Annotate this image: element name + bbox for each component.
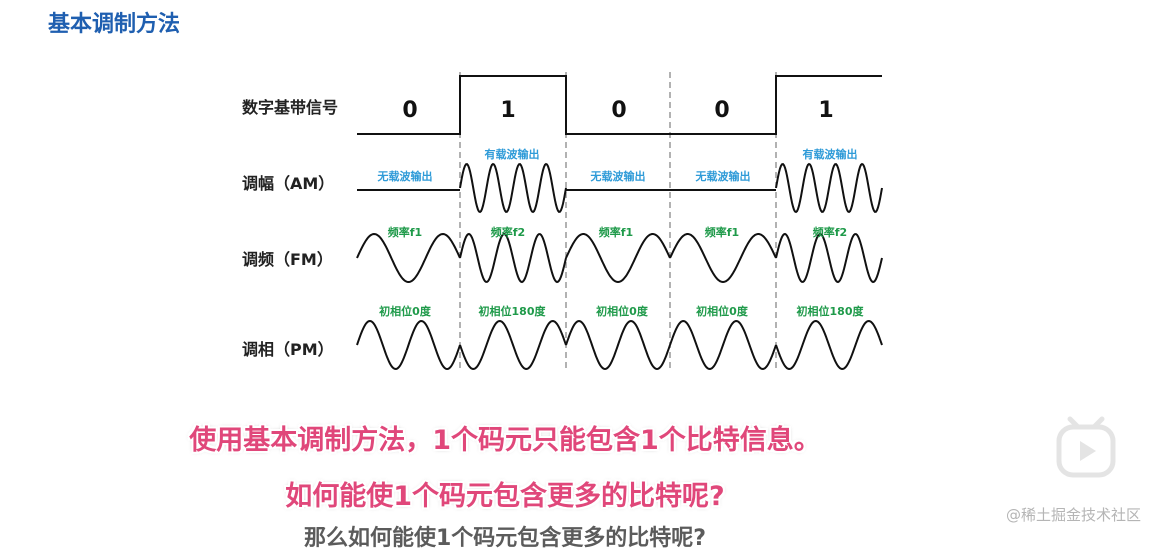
fm-segment [565,233,671,284]
am-annotation: 无载波输出 [590,170,646,183]
am-carrier-segment [775,162,883,214]
am-annotation: 无载波输出 [695,170,751,183]
fm-segment [669,233,777,284]
am-carrier-segment [459,162,567,214]
caption-line-3: 那么如何能使1个码元包含更多的比特呢? [303,526,707,551]
pm-annotation: 初相位180度 [478,305,546,318]
fm-segment [775,232,883,284]
am-annotation: 无载波输出 [377,170,433,183]
fm-segment [459,232,567,284]
pm-segment [775,319,883,371]
watermark: @稀土掘金技术社区 [1005,506,1141,524]
fm-annotation: 频率f1 [704,226,740,239]
row-label-digital: 数字基带信号 [242,98,339,117]
row-label-fm: 调频（FM） [242,250,333,269]
pm-annotation: 初相位0度 [596,305,648,318]
row-label-am: 调幅（AM） [242,174,335,193]
bit-label: 1 [818,98,834,123]
caption-line-2: 如何能使1个码元包含更多的比特呢? [285,481,725,512]
pm-annotation: 初相位0度 [379,305,431,318]
bit-label: 0 [402,98,418,123]
am-annotation: 有载波输出 [484,148,540,161]
fm-waveform [356,232,883,284]
play-button-icon[interactable] [1056,413,1116,479]
pm-annotation: 初相位0度 [696,305,748,318]
pm-annotation: 初相位180度 [796,305,864,318]
bit-label: 0 [714,98,730,123]
pm-segment [356,319,461,371]
digital-baseband-waveform [357,75,882,135]
caption-line-1: 使用基本调制方法，1个码元只能包含1个比特信息。 [189,425,821,456]
page-title: 基本调制方法 [48,12,181,37]
fm-annotation: 频率f2 [490,226,526,239]
pm-waveform [356,319,883,371]
am-annotation: 有载波输出 [802,148,858,161]
am-waveform [357,162,883,214]
pm-segment [565,319,671,371]
row-label-pm: 调相（PM） [242,340,334,359]
pm-segment [459,319,567,371]
bit-label: 0 [611,98,627,123]
fm-segment [356,232,461,283]
modulation-diagram [356,72,883,372]
fm-annotation: 频率f1 [598,226,634,239]
bit-label: 1 [500,98,516,123]
fm-annotation: 频率f2 [812,226,848,239]
fm-annotation: 频率f1 [387,226,423,239]
pm-segment [669,319,777,371]
